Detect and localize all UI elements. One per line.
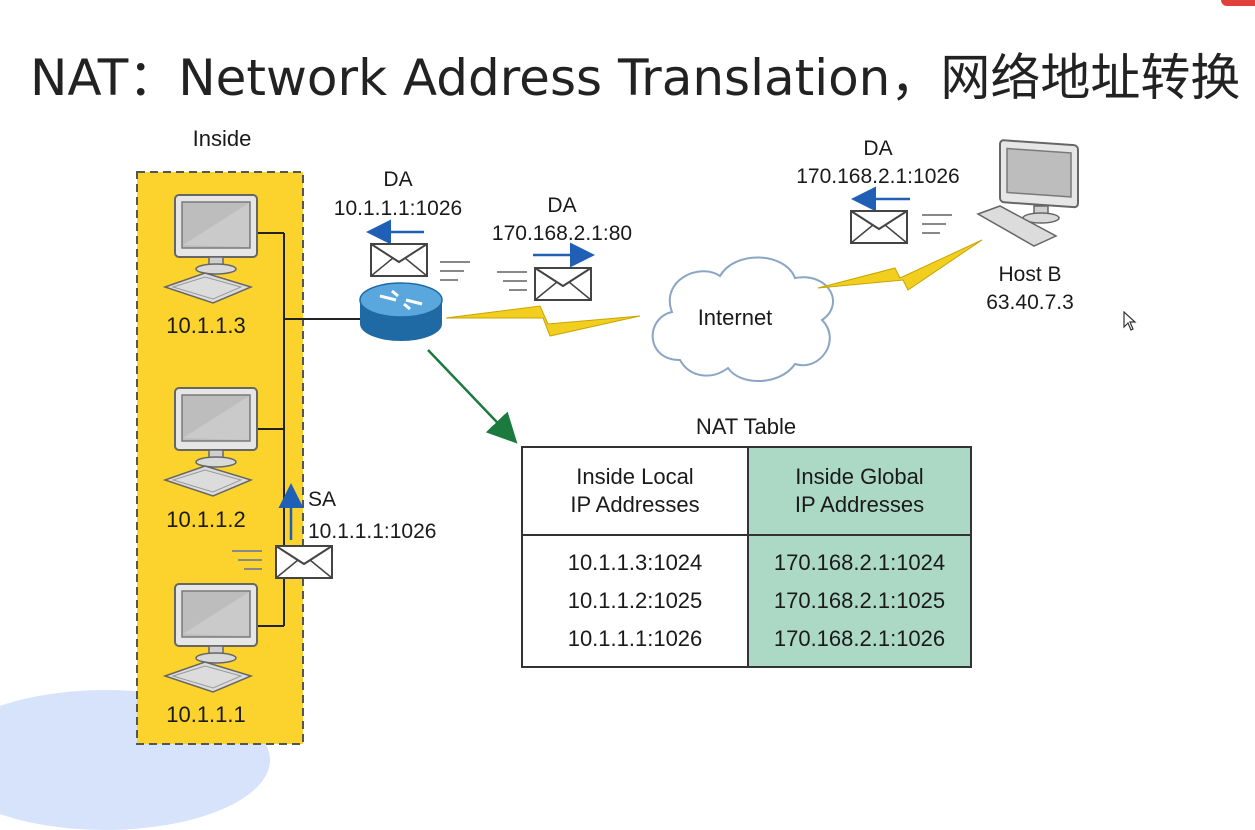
nat-local-entry: 10.1.1.3:1024 [567, 550, 703, 575]
remote-link-lightning [817, 239, 983, 291]
nat-table-caption: NAT Table [695, 414, 797, 439]
nat-global-entry: 170.168.2.1:1024 [773, 550, 946, 575]
packet-sa-addr: 10.1.1.1:1026 [308, 520, 436, 543]
speed-lines-icon [439, 261, 471, 281]
nat-header-local-line2: IP Addresses [570, 492, 700, 517]
nat-header-global-line1: Inside Global [795, 464, 924, 489]
computer-icon-host-b [976, 139, 1079, 247]
packet-da2-kind: DA [547, 194, 576, 217]
nat-header-global-line2: IP Addresses [794, 492, 925, 517]
host-ip-2: 10.1.1.2 [166, 507, 246, 532]
nat-lookup-arrow [427, 349, 518, 444]
speed-lines-icon [921, 214, 953, 234]
inside-label: Inside [193, 126, 252, 151]
host-ip-1: 10.1.1.3 [166, 313, 246, 338]
nat-header-local: Inside Local IP Addresses [521, 446, 749, 536]
mouse-cursor-icon [1123, 311, 1137, 331]
nat-header-global: Inside Global IP Addresses [747, 446, 972, 536]
speed-lines-icon [496, 271, 528, 291]
envelope-icon-da2 [534, 267, 592, 301]
computer-icon-host-3 [164, 583, 258, 693]
nat-header-local-line1: Inside Local [576, 464, 694, 489]
host-ip-3: 10.1.1.1 [166, 702, 246, 727]
computer-icon-host-2 [164, 387, 258, 497]
packet-da1-addr: 10.1.1.1:1026 [334, 197, 462, 220]
host-b-ip: 63.40.7.3 [986, 291, 1074, 314]
slide-title: NAT：Network Address Translation，网络地址转换 [30, 49, 1241, 107]
internet-label: Internet [698, 305, 773, 330]
packet-da2-addr: 170.168.2.1:80 [492, 222, 632, 245]
nat-global-entry: 170.168.2.1:1026 [773, 626, 946, 651]
envelope-icon-da3 [850, 210, 908, 244]
nat-local-cell: 10.1.1.3:1024 10.1.1.2:1025 10.1.1.1:102… [521, 534, 749, 668]
packet-da3-kind: DA [863, 137, 892, 160]
nat-global-entry: 170.168.2.1:1025 [773, 588, 946, 613]
wan-link-lightning [445, 305, 641, 337]
nat-local-entry: 10.1.1.1:1026 [567, 626, 703, 651]
router-icon [359, 282, 443, 341]
nat-diagram: Inside 10.1.1.3 10.1.1.2 10.1.1.1 SA 10.… [136, 126, 1079, 745]
packet-da1-kind: DA [383, 168, 412, 191]
internet-cloud-icon [651, 256, 834, 382]
nat-global-cell: 170.168.2.1:1024 170.168.2.1:1025 170.16… [747, 534, 972, 668]
computer-icon-host-1 [164, 194, 258, 304]
packet-sa-kind: SA [308, 488, 336, 511]
envelope-icon-da1 [370, 243, 428, 277]
nat-local-entry: 10.1.1.2:1025 [567, 588, 703, 613]
envelope-icon-sa [275, 545, 333, 579]
nat-table: Inside Local IP Addresses Inside Global … [521, 446, 972, 668]
host-b-name: Host B [998, 263, 1061, 286]
packet-da3-addr: 170.168.2.1:1026 [796, 165, 960, 188]
corner-marker [1221, 0, 1255, 6]
